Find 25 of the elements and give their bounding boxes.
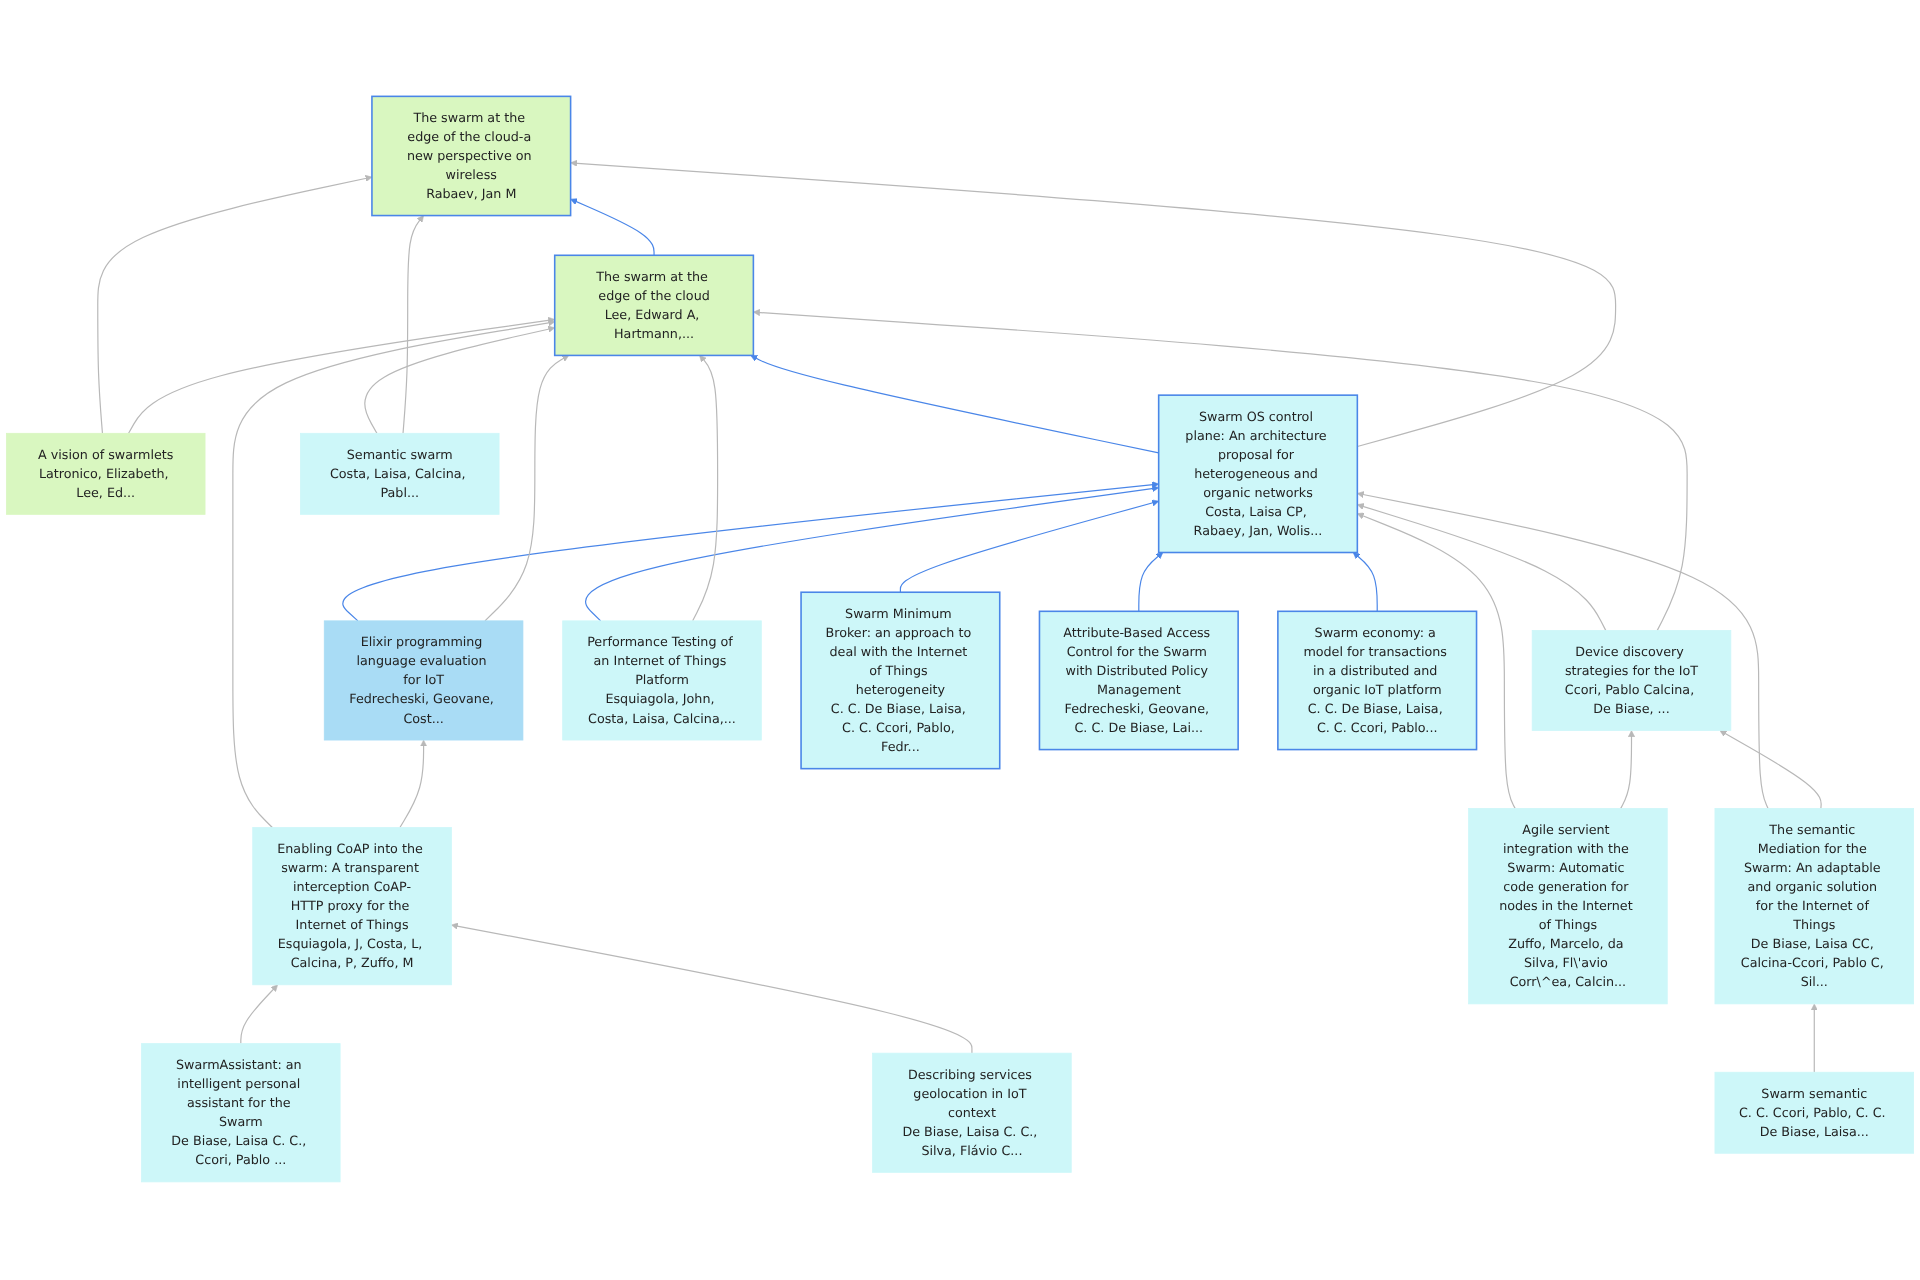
arrow <box>484 356 570 623</box>
arrow <box>1138 553 1164 613</box>
arrow <box>692 356 719 623</box>
arrow <box>364 326 556 435</box>
arrow <box>1810 1004 1818 1074</box>
arrow <box>899 500 1159 594</box>
arrow <box>585 485 1159 623</box>
arrow <box>402 216 424 435</box>
arrow <box>1719 731 1822 810</box>
arrow <box>240 985 278 1046</box>
arrow <box>97 175 373 435</box>
arrow <box>1620 731 1635 810</box>
arrow <box>1357 492 1769 810</box>
arrow <box>232 320 556 829</box>
arrow <box>570 160 1617 448</box>
arrow <box>1352 553 1378 613</box>
arrow <box>753 309 1688 632</box>
arrow <box>750 356 1160 455</box>
arrow <box>1357 513 1516 810</box>
arrow <box>399 740 428 829</box>
arrow <box>451 923 973 1055</box>
arrow <box>1357 504 1607 632</box>
arrow <box>570 199 655 257</box>
arrow <box>128 317 556 435</box>
arrow <box>342 482 1159 623</box>
